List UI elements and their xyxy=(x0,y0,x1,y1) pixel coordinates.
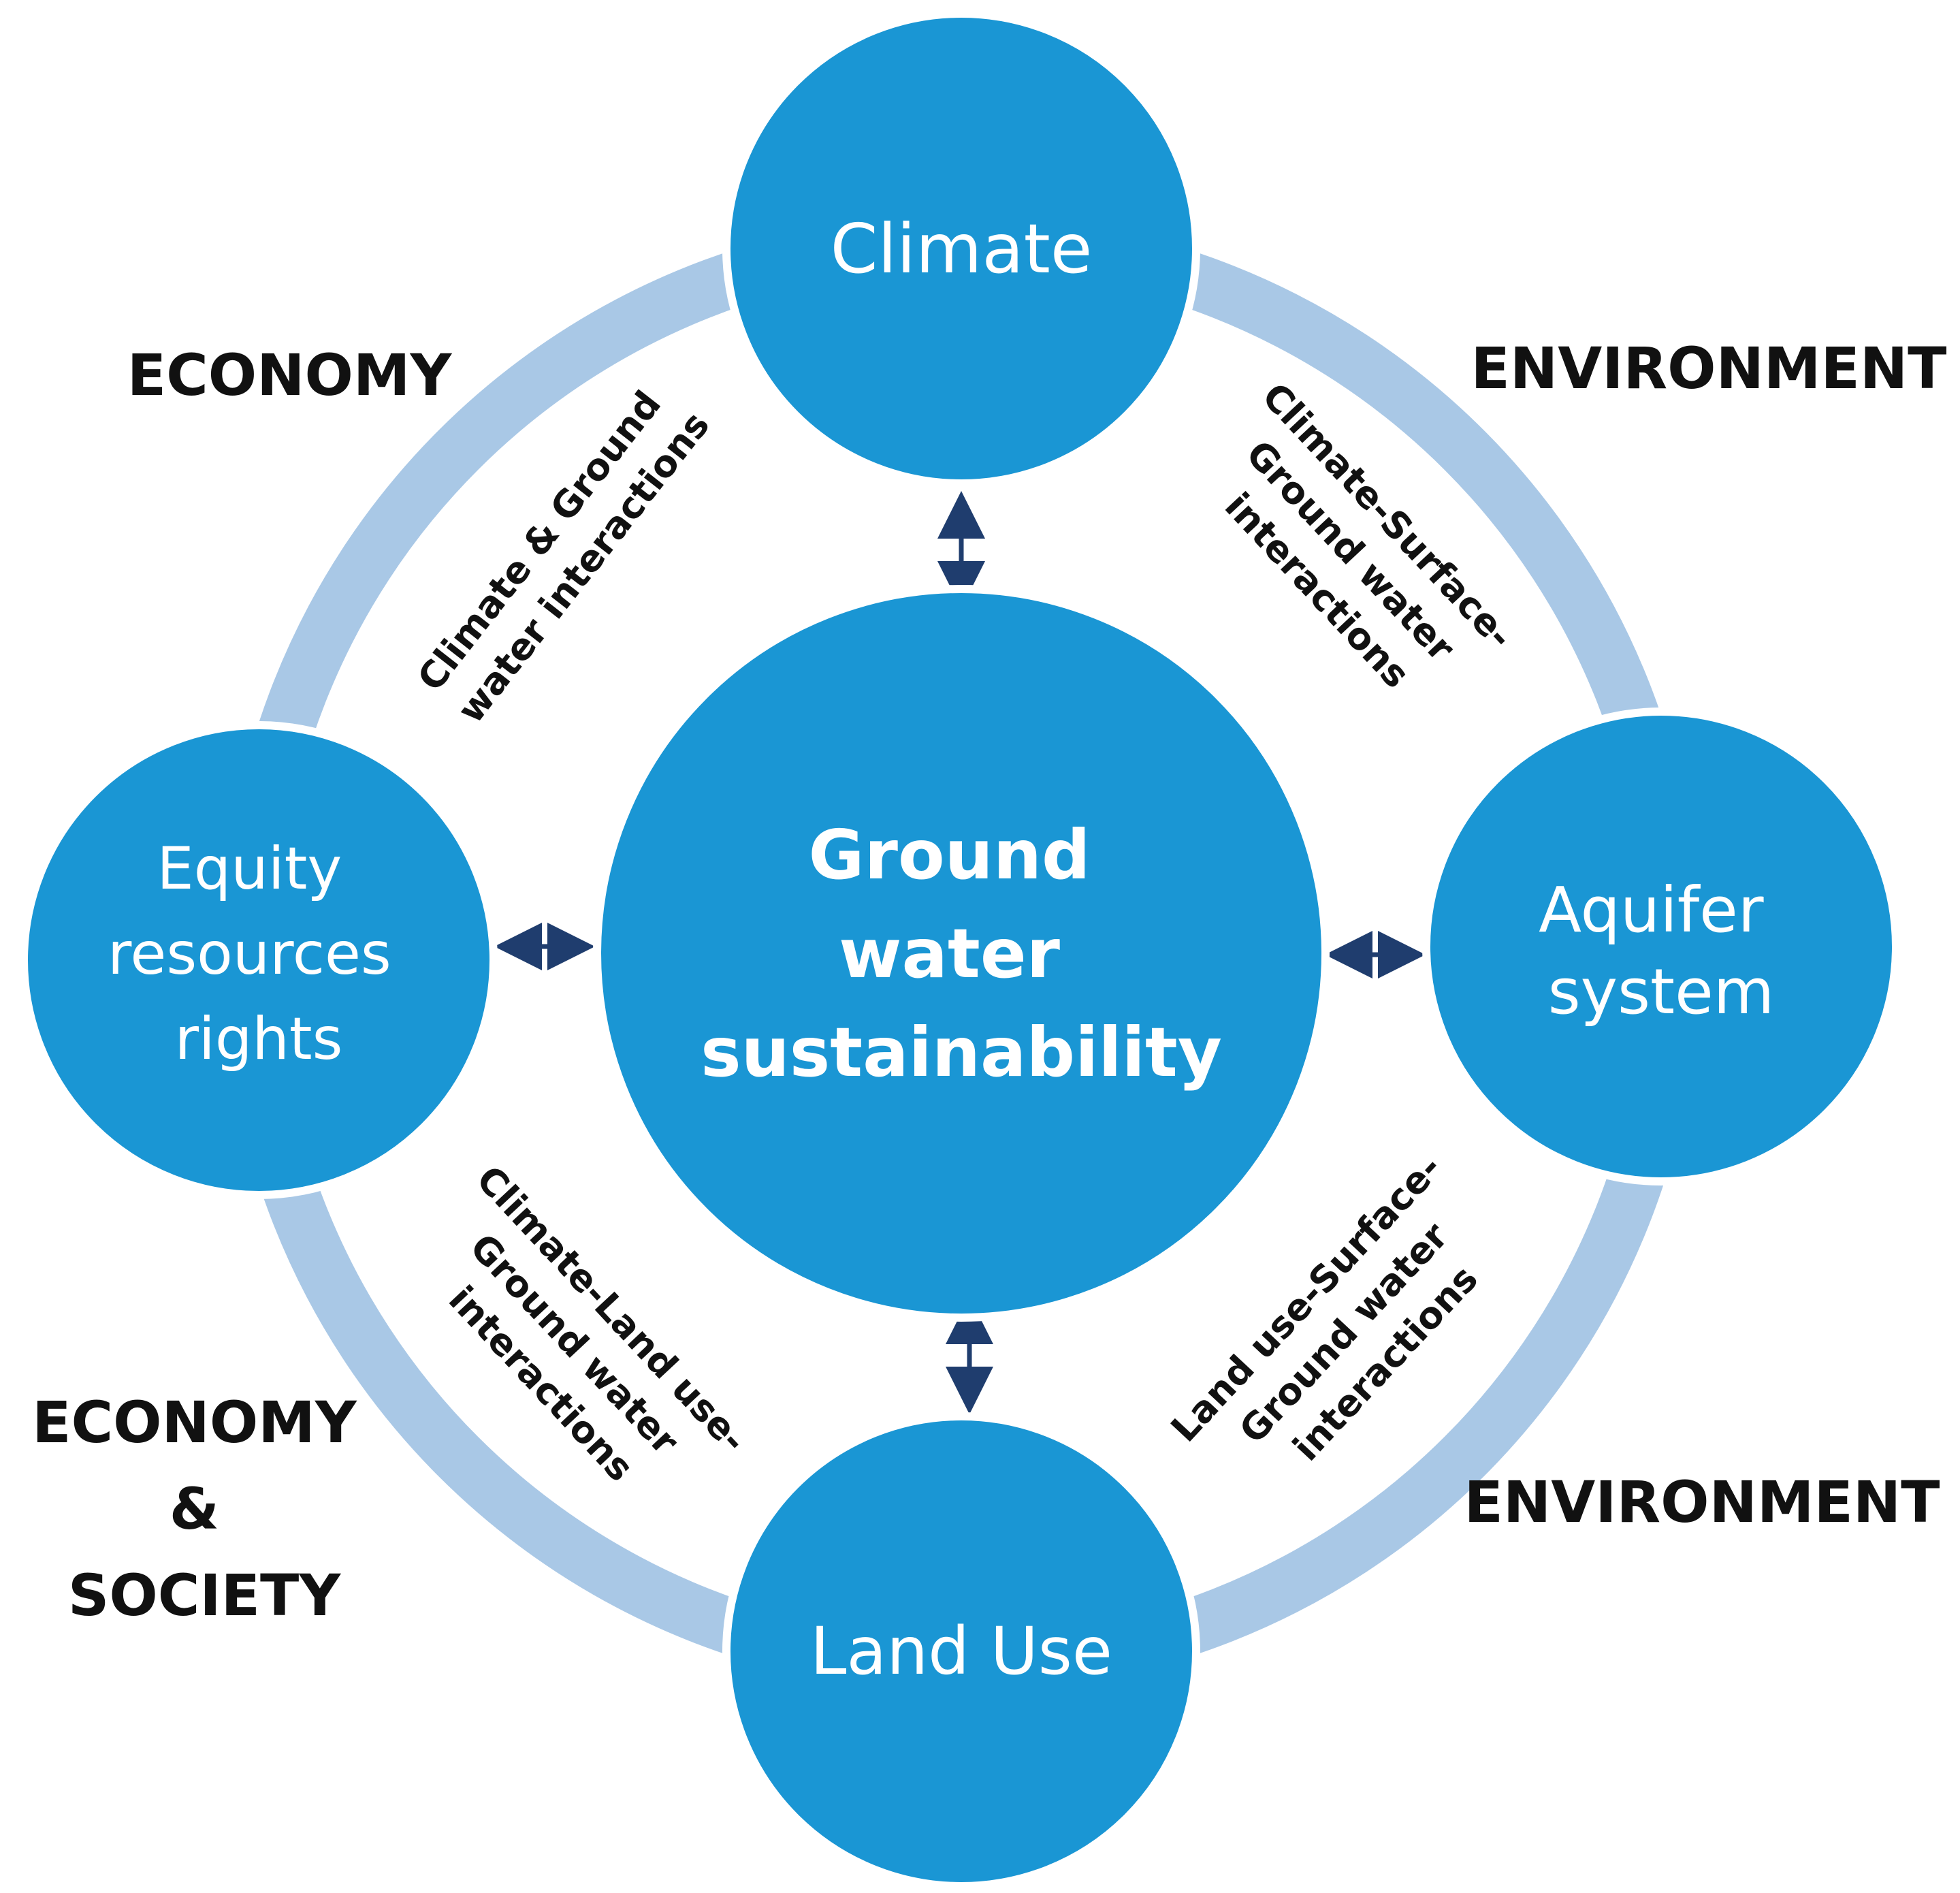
center-label: Ground water sustainability xyxy=(701,815,1222,1092)
region-top-left: ECONOMY xyxy=(127,342,453,409)
node-equity-label: Equity resources rights xyxy=(108,835,410,1073)
node-equity-resources-rights: Equity resources rights xyxy=(20,721,498,1199)
node-land-use: Land Use xyxy=(722,1412,1200,1890)
node-climate-label: Climate xyxy=(831,209,1093,289)
node-ground-water-sustainability: Ground water sustainability xyxy=(593,585,1330,1322)
region-bottom-left: ECONOMY & SOCIETY xyxy=(32,1389,376,1629)
region-bottom-right: ENVIRONMENT xyxy=(1464,1469,1940,1536)
node-land-use-label: Land Use xyxy=(810,1613,1112,1689)
region-top-right: ENVIRONMENT xyxy=(1471,335,1947,402)
node-climate: Climate xyxy=(722,10,1200,488)
node-aquifer-system: Aquifer system xyxy=(1422,707,1900,1186)
node-aquifer-label: Aquifer system xyxy=(1539,874,1784,1028)
